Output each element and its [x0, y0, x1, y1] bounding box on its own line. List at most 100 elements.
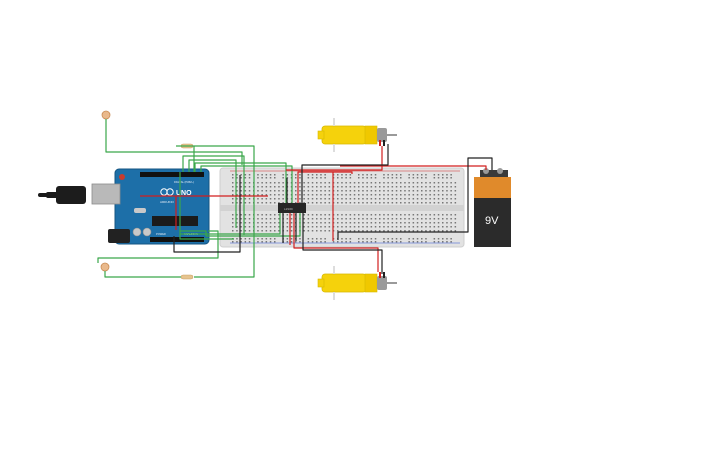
reset-button[interactable]	[119, 174, 125, 180]
photoresistor-top[interactable]	[101, 110, 111, 120]
resistor-bottom[interactable]	[180, 274, 194, 280]
breadboard-hole	[404, 226, 406, 228]
breadboard-hole	[240, 222, 242, 224]
wire-green[interactable]	[194, 162, 287, 203]
breadboard-hole	[446, 202, 448, 204]
breadboard-hole	[261, 177, 263, 179]
breadboard-hole	[408, 222, 410, 224]
breadboard-hole	[248, 241, 251, 243]
battery-terminals	[480, 170, 508, 178]
breadboard-hole	[286, 241, 289, 243]
power-analog-header	[150, 237, 204, 242]
breadboard-hole	[286, 230, 289, 232]
breadboard-hole	[391, 226, 394, 228]
breadboard[interactable]	[219, 167, 465, 248]
breadboard-hole	[269, 202, 272, 204]
breadboard-hole	[446, 226, 448, 228]
breadboard-hole	[366, 194, 368, 196]
breadboard-hole	[324, 241, 326, 243]
wire-green[interactable]	[179, 172, 234, 240]
breadboard-hole	[379, 222, 381, 224]
breadboard-hole	[232, 226, 234, 228]
breadboard-hole	[429, 226, 431, 228]
breadboard-hole	[328, 214, 331, 216]
breadboard-hole	[341, 226, 343, 228]
breadboard-hole	[303, 218, 305, 220]
breadboard-hole	[236, 218, 238, 220]
breadboard-hole	[433, 190, 436, 192]
breadboard-hole	[337, 186, 339, 188]
breadboard-hole	[316, 222, 318, 224]
breadboard-hole	[362, 190, 364, 192]
breadboard-hole	[437, 174, 440, 176]
breadboard-hole	[311, 190, 314, 192]
wire-red[interactable]	[297, 171, 353, 203]
breadboard-hole	[349, 190, 352, 192]
breadboard-hole	[425, 182, 427, 184]
photoresistor-bottom[interactable]	[100, 262, 110, 272]
breadboard-hole	[353, 230, 356, 232]
wire-green[interactable]	[200, 165, 293, 203]
breadboard-hole	[257, 190, 259, 192]
breadboard-hole	[442, 238, 444, 240]
breadboard-hole	[433, 194, 436, 196]
breadboard-hole	[236, 241, 238, 243]
breadboard-hole	[265, 218, 268, 220]
breadboard-hole	[232, 174, 234, 176]
wire-red[interactable]	[293, 213, 379, 272]
breadboard-hole	[269, 198, 272, 200]
wire-black[interactable]	[302, 213, 383, 274]
wire-green[interactable]	[104, 271, 181, 278]
breadboard-hole	[299, 190, 301, 192]
breadboard-hole	[316, 202, 318, 204]
wire-green[interactable]	[180, 213, 301, 237]
breadboard-hole	[366, 198, 368, 200]
motor-driver-ic[interactable]: L293D	[278, 203, 306, 213]
breadboard-hole	[454, 182, 457, 184]
wire-green[interactable]	[105, 119, 243, 165]
battery-9v[interactable]: 9V	[474, 168, 511, 247]
breadboard-hole	[320, 174, 322, 176]
wire-green[interactable]	[188, 159, 237, 228]
breadboard-hole	[269, 226, 272, 228]
breadboard-hole	[416, 202, 419, 204]
breadboard-hole	[395, 218, 398, 220]
breadboard-hole	[248, 182, 251, 184]
breadboard-hole	[454, 218, 457, 220]
wire-black[interactable]	[337, 157, 493, 240]
breadboard-hole	[265, 177, 268, 179]
dc-motor-top[interactable]	[317, 118, 397, 152]
breadboard-hole	[358, 182, 360, 184]
breadboard-hole	[391, 214, 394, 216]
breadboard-hole	[454, 190, 457, 192]
breadboard-hole	[446, 198, 448, 200]
breadboard-hole	[383, 194, 385, 196]
wire-green[interactable]	[97, 230, 219, 263]
wire-red[interactable]	[340, 165, 487, 170]
breadboard-hole	[425, 226, 427, 228]
dc-motor-bottom[interactable]	[317, 266, 397, 300]
wire-red[interactable]	[286, 146, 383, 171]
wire-green[interactable]	[176, 145, 255, 278]
breadboard-hole	[290, 230, 293, 232]
power-jack	[108, 229, 130, 243]
arduino-uno-board[interactable]: UNO ARDUINO DIGITAL (PWM~) POWER ANALOG …	[38, 168, 210, 245]
breadboard-hole	[374, 222, 377, 224]
wire-black[interactable]	[301, 144, 389, 203]
breadboard-hole	[416, 226, 419, 228]
breadboard-hole	[307, 226, 310, 228]
breadboard-hole	[341, 198, 343, 200]
breadboard-hole	[232, 194, 234, 196]
breadboard-hole	[400, 230, 402, 232]
breadboard-hole	[362, 177, 364, 179]
breadboard-hole	[248, 230, 251, 232]
breadboard-hole	[400, 238, 402, 240]
breadboard-hole	[274, 182, 276, 184]
breadboard-hole	[450, 186, 452, 188]
wire-black[interactable]	[173, 175, 241, 253]
breadboard-hole	[337, 226, 339, 228]
breadboard-hole	[345, 190, 347, 192]
wire-green[interactable]	[180, 213, 281, 235]
breadboard-hole	[261, 241, 263, 243]
breadboard-hole	[433, 226, 436, 228]
